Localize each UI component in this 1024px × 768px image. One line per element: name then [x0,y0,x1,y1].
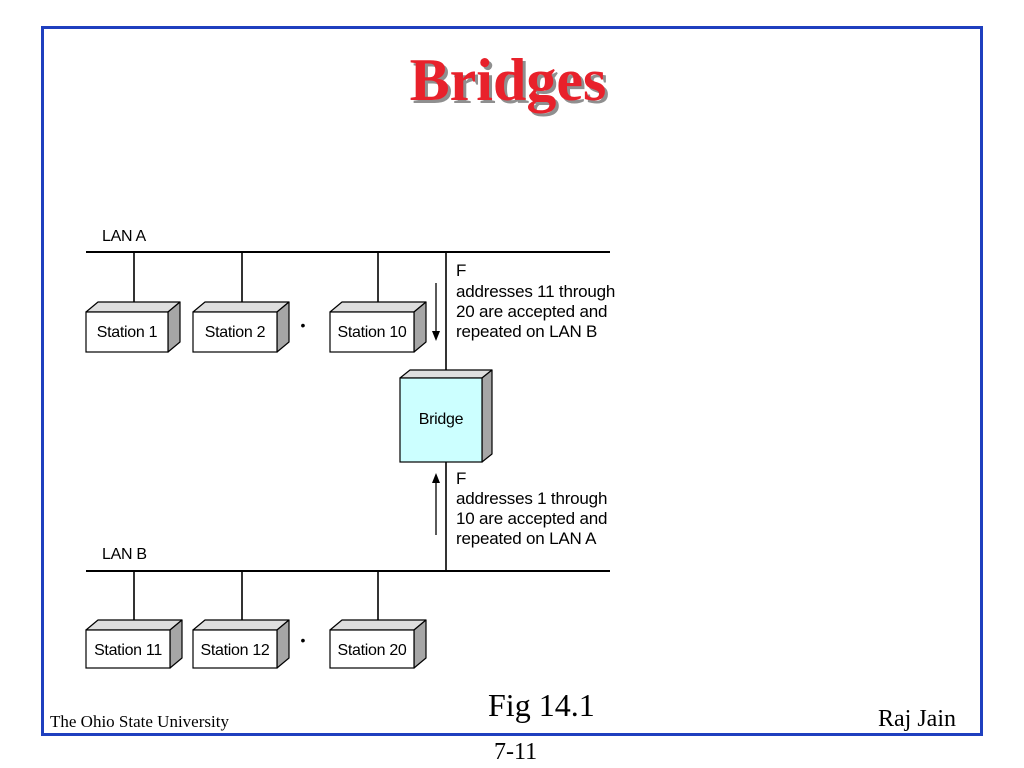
bridge-label: Bridge [419,411,464,428]
station-10-top-face [329,301,427,313]
station-12-front-face [192,629,278,669]
station-12: Station 12 [192,619,290,669]
station-20-label: Station 20 [337,642,406,659]
bridge: Bridge [399,369,493,463]
station-11: Station 11 [85,619,183,669]
station-2: Station 2 [192,301,290,353]
station-10-front-face [329,311,415,353]
lan-a-gap-marker: • [301,317,306,333]
station-10: Station 10 [329,301,427,353]
forward-b-to-a-line-2: addresses 1 through [456,489,607,508]
forward-a-to-b-note: F addresses 11 through 20 are accepted a… [456,261,620,341]
lan-b-label: LAN B [102,546,147,563]
station-20: Station 20 [329,619,427,669]
station-11-front-face [85,629,171,669]
forward-b-to-a-line-4: repeated on LAN A [456,529,597,548]
up-arrowhead-icon [432,473,440,483]
station-12-top-face [192,619,290,631]
forward-a-to-b-line-4: repeated on LAN B [456,322,597,341]
station-2-front-face [192,311,278,353]
station-20-front-face [329,629,415,669]
station-1-label: Station 1 [97,324,158,341]
station-2-label: Station 2 [205,324,266,341]
station-11-label: Station 11 [94,642,162,659]
forward-b-to-a-line-3: 10 are accepted and [456,509,607,528]
forward-a-to-b-line-1: F [456,261,466,280]
station-20-top-face [329,619,427,631]
station-1-front-face [85,311,169,353]
station-12-label: Station 12 [200,642,269,659]
slide-title: Bridges [409,47,607,113]
station-11-top-face [85,619,183,631]
lan-a-label: LAN A [102,228,146,245]
station-10-label: Station 10 [337,324,406,341]
lan-b-gap-marker: • [301,632,306,648]
forward-b-to-a-note: F addresses 1 through 10 are accepted an… [456,469,612,548]
forward-a-to-b-line-3: 20 are accepted and [456,302,607,321]
bridge-side-face [481,369,493,463]
figure-caption: Fig 14.1 [488,687,595,723]
footer-author: Raj Jain [878,706,956,732]
slide-frame [41,26,983,736]
down-arrowhead-icon [432,331,440,341]
forward-b-to-a-line-1: F [456,469,466,488]
station-2-top-face [192,301,290,313]
footer-institution: The Ohio State University [50,712,229,731]
station-1: Station 1 [85,301,181,353]
bridge-top-face [399,369,493,379]
forward-a-to-b-line-2: addresses 11 through [456,282,615,301]
bridge-front-face [399,377,483,463]
station-1-top-face [85,301,181,313]
page-number: 7-11 [494,739,538,765]
